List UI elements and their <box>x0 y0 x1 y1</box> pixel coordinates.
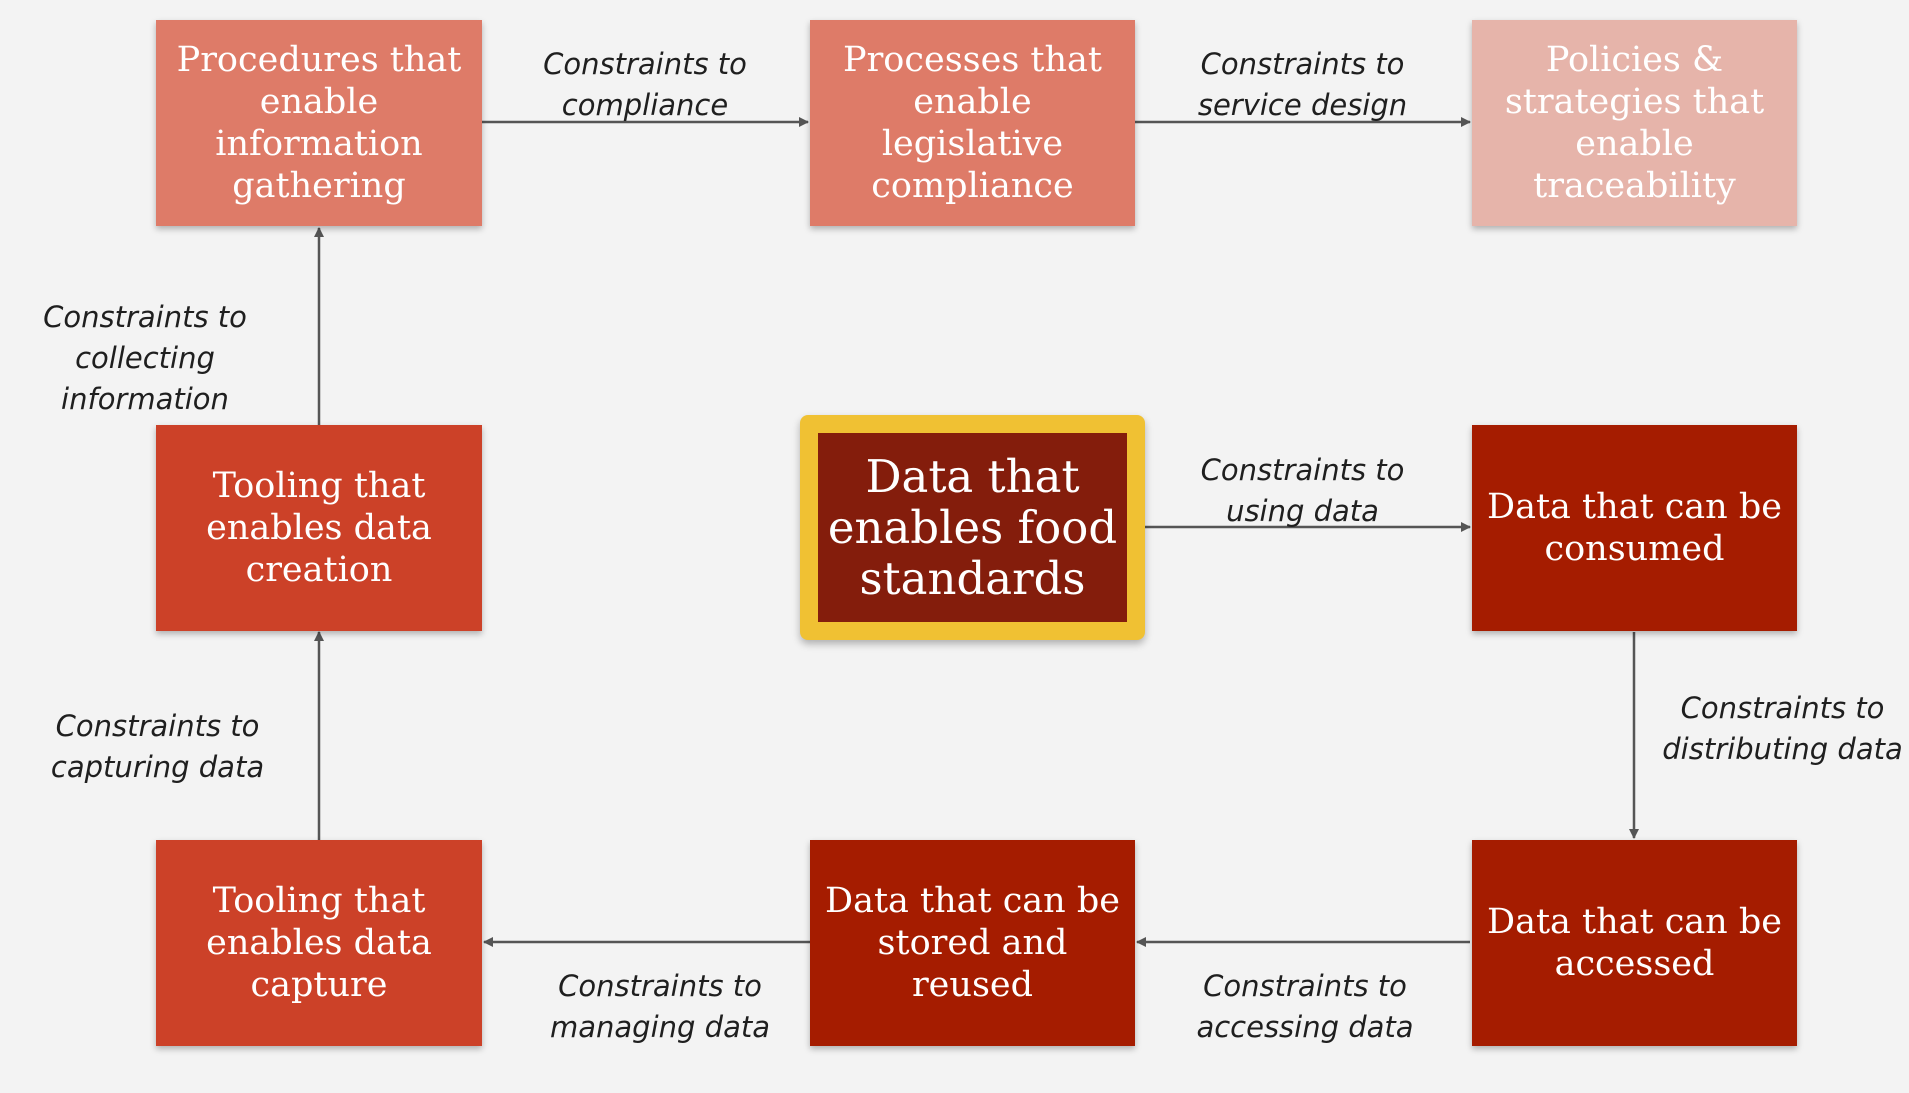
node-processes: Processes that enable legislative compli… <box>810 20 1135 226</box>
node-accessed: Data that can be accessed <box>1472 840 1797 1046</box>
node-center: Data that enables food standards <box>818 433 1127 622</box>
node-consumed: Data that can be consumed <box>1472 425 1797 631</box>
node-consumed-label: Data that can be consumed <box>1487 487 1782 569</box>
edge-label-using: Constraints to using data <box>1200 453 1405 528</box>
node-accessed-label: Data that can be accessed <box>1487 902 1782 984</box>
node-tooling-creation: Tooling that enables data creation <box>156 425 482 631</box>
node-procedures: Procedures that enable information gathe… <box>156 20 482 226</box>
node-policies-label: Policies & strategies that enable tracea… <box>1504 40 1765 206</box>
edge-label-collecting: Constraints to collecting information <box>43 300 247 416</box>
node-tooling-capture: Tooling that enables data capture <box>156 840 482 1046</box>
node-tooling-capture-label: Tooling that enables data capture <box>206 881 432 1005</box>
edge-label-accessing: Constraints to accessing data <box>1196 969 1414 1044</box>
node-tooling-creation-label: Tooling that enables data creation <box>206 466 432 590</box>
node-policies: Policies & strategies that enable tracea… <box>1472 20 1797 226</box>
edge-label-distributing: Constraints to distributing data <box>1662 691 1903 766</box>
node-processes-label: Processes that enable legislative compli… <box>843 40 1102 206</box>
edge-label-compliance: Constraints to compliance <box>543 47 747 122</box>
node-stored: Data that can be stored and reused <box>810 840 1135 1046</box>
node-center-label: Data that enables food standards <box>827 450 1118 605</box>
node-stored-label: Data that can be stored and reused <box>825 881 1120 1005</box>
edge-label-managing: Constraints to managing data <box>550 969 770 1044</box>
node-procedures-label: Procedures that enable information gathe… <box>176 40 462 206</box>
edge-label-service-design: Constraints to service design <box>1197 47 1408 122</box>
edge-label-capturing: Constraints to capturing data <box>50 709 265 784</box>
node-center-frame: Data that enables food standards <box>800 415 1145 640</box>
